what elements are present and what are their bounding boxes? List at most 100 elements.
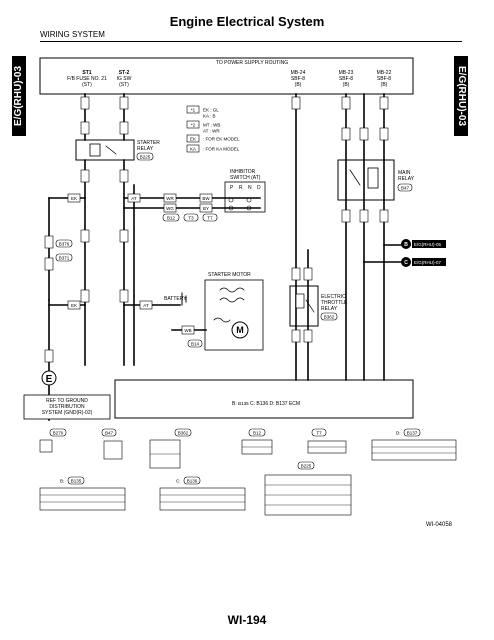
svg-text:B14: B14 [191, 342, 200, 347]
svg-text:E: E [46, 374, 53, 385]
svg-text:T7: T7 [207, 216, 213, 221]
ecm-box [114, 379, 414, 419]
svg-text:EK : GL: EK : GL [203, 108, 219, 113]
page-title: Engine Electrical System [169, 14, 325, 29]
starter-motor-ref: B14 [187, 339, 203, 348]
svg-text:C:: C: [176, 479, 181, 484]
svg-text:MAIN: MAIN [398, 170, 411, 176]
power-block-mb22: MB-22 SBF-8 (B) [377, 70, 392, 88]
svg-text:B270: B270 [53, 431, 64, 436]
svg-text:BW: BW [202, 196, 210, 201]
svg-text:D: D [257, 185, 261, 191]
page-number: WI-194 [227, 613, 267, 627]
svg-text:EK: EK [190, 137, 196, 142]
svg-text:AT : WR: AT : WR [203, 129, 220, 134]
ground-symbol: E [41, 370, 57, 396]
starter-motor: STARTER MOTOR M [204, 272, 264, 351]
main-relay [337, 159, 395, 201]
svg-text:C: C [404, 260, 408, 266]
inline-connector-refs: B12 T3 T7 [162, 213, 218, 222]
svg-text:F/B FUSE NO. 21: F/B FUSE NO. 21 [67, 76, 107, 82]
svg-text:MT : WB: MT : WB [203, 123, 220, 128]
svg-text:B136: B136 [187, 479, 198, 484]
svg-text:INHIBITOR: INHIBITOR [230, 169, 256, 175]
svg-text:T3: T3 [188, 216, 194, 221]
svg-text:MB-22: MB-22 [377, 70, 392, 76]
svg-text:EK: EK [71, 196, 77, 201]
connector-grids [39, 446, 457, 506]
svg-text:RELAY: RELAY [321, 306, 338, 312]
svg-text:KA: KA [190, 147, 196, 152]
svg-text:DISTRIBUTION: DISTRIBUTION [49, 404, 85, 410]
svg-text:P: P [230, 185, 234, 191]
svg-text:WB: WB [184, 328, 191, 333]
svg-text:B362: B362 [178, 431, 189, 436]
svg-text:: FOR KA MODEL: : FOR KA MODEL [203, 147, 240, 152]
svg-text:B12: B12 [253, 431, 262, 436]
svg-text:*2: *2 [191, 123, 196, 128]
off-page-c: C E/G(RHU)-07 [401, 257, 446, 267]
svg-text:KA : B: KA : B [203, 114, 216, 119]
svg-text:RELAY: RELAY [398, 176, 415, 182]
svg-text:ST1: ST1 [82, 70, 91, 76]
svg-text:SBF-8: SBF-8 [339, 76, 353, 82]
svg-text:D:: D: [396, 431, 401, 436]
battery-label: BATTERY [164, 296, 187, 302]
svg-text:R: R [239, 185, 243, 191]
svg-text:B12: B12 [167, 216, 176, 221]
wb-tag [181, 325, 195, 335]
svg-text:MB-24: MB-24 [291, 70, 306, 76]
svg-text:B376: B376 [59, 242, 70, 247]
svg-text:AT: AT [131, 196, 137, 201]
svg-text:B47: B47 [105, 431, 114, 436]
power-block-mb23: MB-23 SBF-8 (B) [339, 70, 354, 88]
svg-text:BY: BY [203, 206, 209, 211]
power-block-st1: ST1 F/B FUSE NO. 21 (ST) [67, 70, 107, 88]
battery-symbol [181, 292, 187, 306]
header-rule [40, 41, 462, 42]
svg-text:RELAY: RELAY [137, 146, 154, 152]
svg-text:B:: B: [60, 479, 64, 484]
side-tab-right: E/G(RHU)-03 [454, 56, 468, 136]
svg-text:(B): (B) [295, 82, 302, 88]
wire-color-tags [44, 96, 389, 363]
power-supply-box [39, 57, 414, 95]
svg-text:: FOR EK MODEL: : FOR EK MODEL [203, 137, 240, 142]
svg-text:B: B [404, 242, 408, 248]
svg-text:(ST): (ST) [82, 82, 92, 88]
wire-bundle [48, 93, 411, 421]
svg-text:T7: T7 [316, 431, 322, 436]
power-block-mb24: MB-24 SBF-8 (B) [291, 70, 306, 88]
svg-text:EK: EK [71, 303, 77, 308]
svg-text:(B): (B) [381, 82, 388, 88]
svg-text:B225: B225 [301, 464, 312, 469]
svg-text:STARTER MOTOR: STARTER MOTOR [208, 272, 251, 278]
svg-text:WR: WR [166, 196, 174, 201]
svg-text:E/G(RHU)-07: E/G(RHU)-07 [414, 260, 441, 265]
section-label: WIRING SYSTEM [40, 30, 105, 39]
svg-text:B371: B371 [59, 256, 70, 261]
svg-text:B225: B225 [140, 155, 151, 160]
svg-text:*1: *1 [191, 108, 196, 113]
starter-relay-label: STARTER [137, 140, 160, 146]
svg-text:B362: B362 [324, 315, 335, 320]
starter-relay [75, 139, 135, 161]
inline-connectors: WR WG BW BY [163, 193, 213, 213]
svg-text:ST-2: ST-2 [119, 70, 130, 76]
svg-text:B135: B135 [71, 479, 82, 484]
power-supply-title: TO POWER SUPPLY ROUTING [216, 60, 288, 66]
svg-text:SBF-8: SBF-8 [291, 76, 305, 82]
svg-text:B137: B137 [407, 431, 418, 436]
svg-text:WG: WG [166, 206, 174, 211]
svg-text:IG SW: IG SW [117, 76, 132, 82]
svg-text:ELECTRIC: ELECTRIC [321, 294, 346, 300]
svg-text:REF TO GROUND: REF TO GROUND [46, 398, 88, 404]
ecm-label: B: B135 C: B136 D: B137 ECM [232, 401, 300, 407]
ground-ref-box: REF TO GROUND DISTRIBUTION SYSTEM (GND(R… [23, 394, 111, 420]
figure-id: WI-04058 [426, 522, 453, 528]
